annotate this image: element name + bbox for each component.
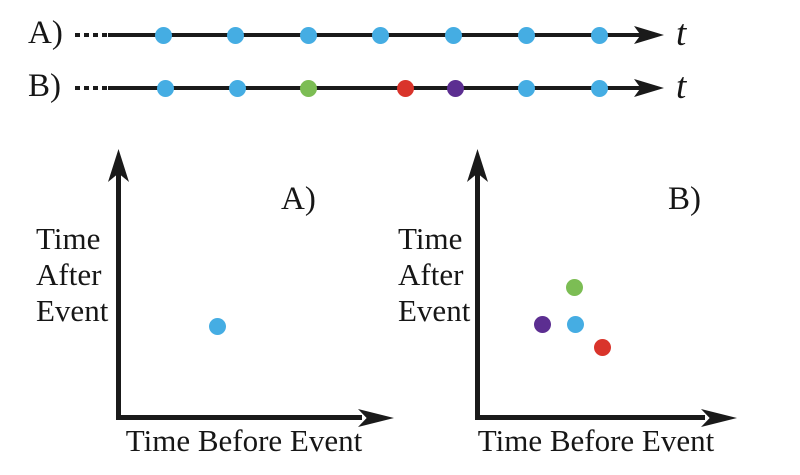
blue-event-dot — [590, 79, 608, 97]
y-axis-title-line: Event — [36, 293, 109, 328]
blue-event-dot — [566, 315, 584, 333]
y-axis-title-line: After — [36, 257, 102, 292]
blue-event-dot — [517, 26, 535, 44]
blue-event-dot — [154, 26, 172, 44]
blue-event-dot — [517, 79, 535, 97]
blue-event-dot — [228, 79, 246, 97]
blue-event-dot — [208, 317, 226, 335]
timeline-a-time-variable: t — [676, 12, 687, 54]
x-axis-line — [116, 415, 362, 420]
y-axis-title: Time After Event — [36, 221, 108, 329]
green-event-dot — [565, 278, 583, 296]
timeline-b-line — [108, 86, 642, 90]
blue-event-dot — [444, 26, 462, 44]
red-event-dot — [396, 79, 414, 97]
blue-event-dot — [371, 26, 389, 44]
plot-b-label: B) — [668, 181, 701, 217]
blue-event-dot — [156, 79, 174, 97]
y-axis-title: Time After Event — [398, 221, 470, 329]
y-axis-title-line: Time — [36, 221, 101, 256]
y-axis-title-line: Time — [398, 221, 463, 256]
x-axis-line — [475, 415, 705, 420]
red-event-dot — [593, 338, 611, 356]
ellipsis-leader-icon — [75, 33, 108, 37]
blue-event-dot — [590, 26, 608, 44]
ellipsis-leader-icon — [75, 86, 108, 90]
y-axis-title-line: After — [398, 257, 464, 292]
purple-event-dot — [446, 79, 464, 97]
y-axis-title-line: Event — [398, 293, 471, 328]
green-event-dot — [299, 79, 317, 97]
timeline-b-label: B) — [28, 68, 61, 105]
blue-event-dot — [226, 26, 244, 44]
y-axis-line — [116, 164, 121, 420]
blue-event-dot — [299, 26, 317, 44]
plot-a-label: A) — [281, 181, 316, 217]
x-axis-title: Time Before Event — [477, 423, 715, 458]
x-axis-title: Time Before Event — [125, 423, 363, 458]
timeline-b-time-variable: t — [676, 65, 687, 107]
timeline-a-label: A) — [28, 15, 63, 52]
purple-event-dot — [533, 315, 551, 333]
y-axis-line — [475, 164, 480, 420]
